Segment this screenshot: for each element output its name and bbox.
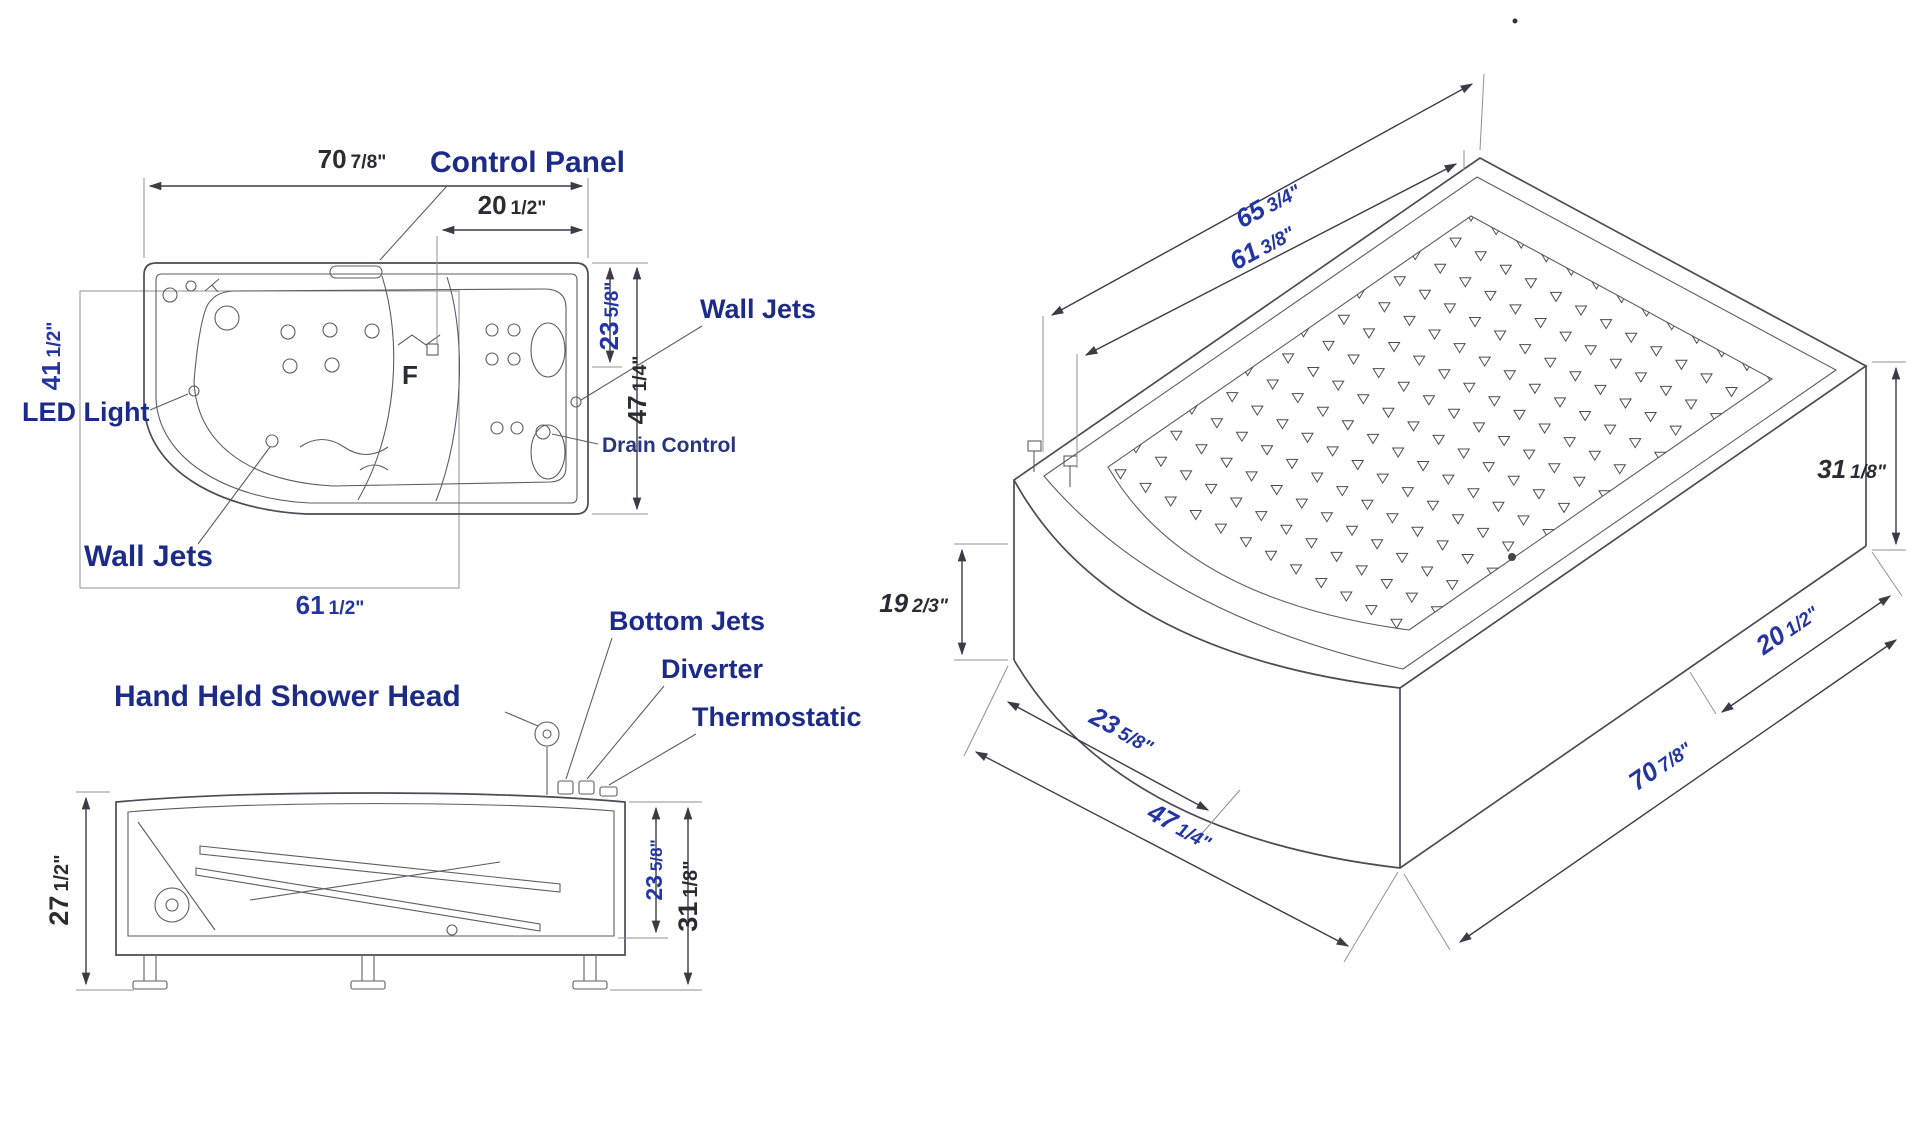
dim-iso-bottom-left-inner: 235/8" <box>1084 700 1160 760</box>
shower-head-icon <box>534 721 560 747</box>
side-view: Hand Held Shower Head Bottom Jets Divert… <box>44 606 862 991</box>
speakers <box>530 322 566 480</box>
dim-iso-bottom-right-inner: 201/2" <box>1749 596 1824 661</box>
wall-jets-bottom-leader <box>197 446 271 545</box>
tub-side-inner <box>127 803 615 937</box>
dim-side-height-left: 271/2" <box>44 854 74 925</box>
basin-divider-right <box>435 276 461 502</box>
dim-left-height: 411/2" <box>36 322 66 391</box>
hand-shower <box>534 721 560 795</box>
pump <box>154 887 190 923</box>
marker-f: F <box>402 360 418 390</box>
massage-jets <box>188 322 582 448</box>
label-wall-jets-bottom: Wall Jets <box>84 540 213 573</box>
dim-right-full: 471/4" <box>622 356 652 425</box>
floor-texture <box>1114 216 1772 630</box>
thermostatic-control <box>599 786 618 797</box>
bottom-jets-control <box>557 780 574 795</box>
side-view-dimensions <box>76 791 702 991</box>
top-view-dimensions <box>143 178 648 515</box>
led-light-fixture <box>188 385 200 397</box>
shower-head-leader <box>504 711 539 727</box>
dim-iso-bottom-right-outer: 707/8" <box>1623 732 1697 796</box>
deck-fixtures <box>162 265 441 471</box>
dim-right-upper: 235/8" <box>594 282 624 351</box>
iso-floor <box>1107 215 1774 631</box>
iso-dimensions <box>954 73 1906 963</box>
backrest-line <box>137 821 216 931</box>
wall-jets-right-leader <box>580 325 703 401</box>
bottom-jets-leader <box>565 637 613 780</box>
diverter-leader <box>586 685 665 780</box>
overflow-slot <box>329 265 383 279</box>
drain-control-leader <box>551 433 599 445</box>
basin-divider-left <box>357 275 395 501</box>
bottom-left-wall-jet <box>265 434 279 448</box>
label-hand-held-shower-head: Hand Held Shower Head <box>114 680 461 713</box>
dim-side-total-height: 311/8" <box>673 860 703 931</box>
iso-inner-rim <box>1043 176 1838 670</box>
label-diverter: Diverter <box>661 654 764 684</box>
label-thermostatic: Thermostatic <box>692 702 862 732</box>
tub-inner-rim <box>155 273 578 504</box>
tub-basin-outline <box>193 288 567 487</box>
iso-outer-rim <box>1012 157 1868 689</box>
plumbing <box>154 845 561 936</box>
iso-drain <box>1508 553 1516 561</box>
label-bottom-jets: Bottom Jets <box>609 606 765 636</box>
deck-controls <box>557 780 618 797</box>
iso-apron-bottom <box>1013 545 1867 869</box>
tub-outer-rim <box>143 262 589 515</box>
tub-side-outline <box>115 792 626 956</box>
dim-iso-top-inner: 613/8" <box>1224 216 1299 276</box>
label-led-light: LED Light <box>22 397 149 427</box>
label-wall-jets-right: Wall Jets <box>700 294 816 324</box>
stray-mark <box>1512 18 1518 24</box>
faucet-fixtures <box>1027 440 1078 487</box>
drain <box>535 424 551 440</box>
control-fixture <box>426 343 439 356</box>
led-light-leader <box>149 393 189 411</box>
right-wall-jet <box>570 396 582 408</box>
dim-iso-top-outer: 653/4" <box>1230 174 1305 234</box>
dim-side-inner-height: 235/8" <box>641 839 667 900</box>
water-marks <box>299 334 441 471</box>
thermostatic-leader <box>608 733 697 786</box>
dim-iso-bottom-left-outer: 471/4" <box>1142 796 1218 856</box>
legs <box>132 955 608 990</box>
label-control-panel: Control Panel <box>430 146 625 179</box>
drain-outlet <box>446 924 458 936</box>
label-drain-control: Drain Control <box>602 434 736 457</box>
control-panel-leader <box>379 185 448 261</box>
diverter-control <box>578 780 595 795</box>
